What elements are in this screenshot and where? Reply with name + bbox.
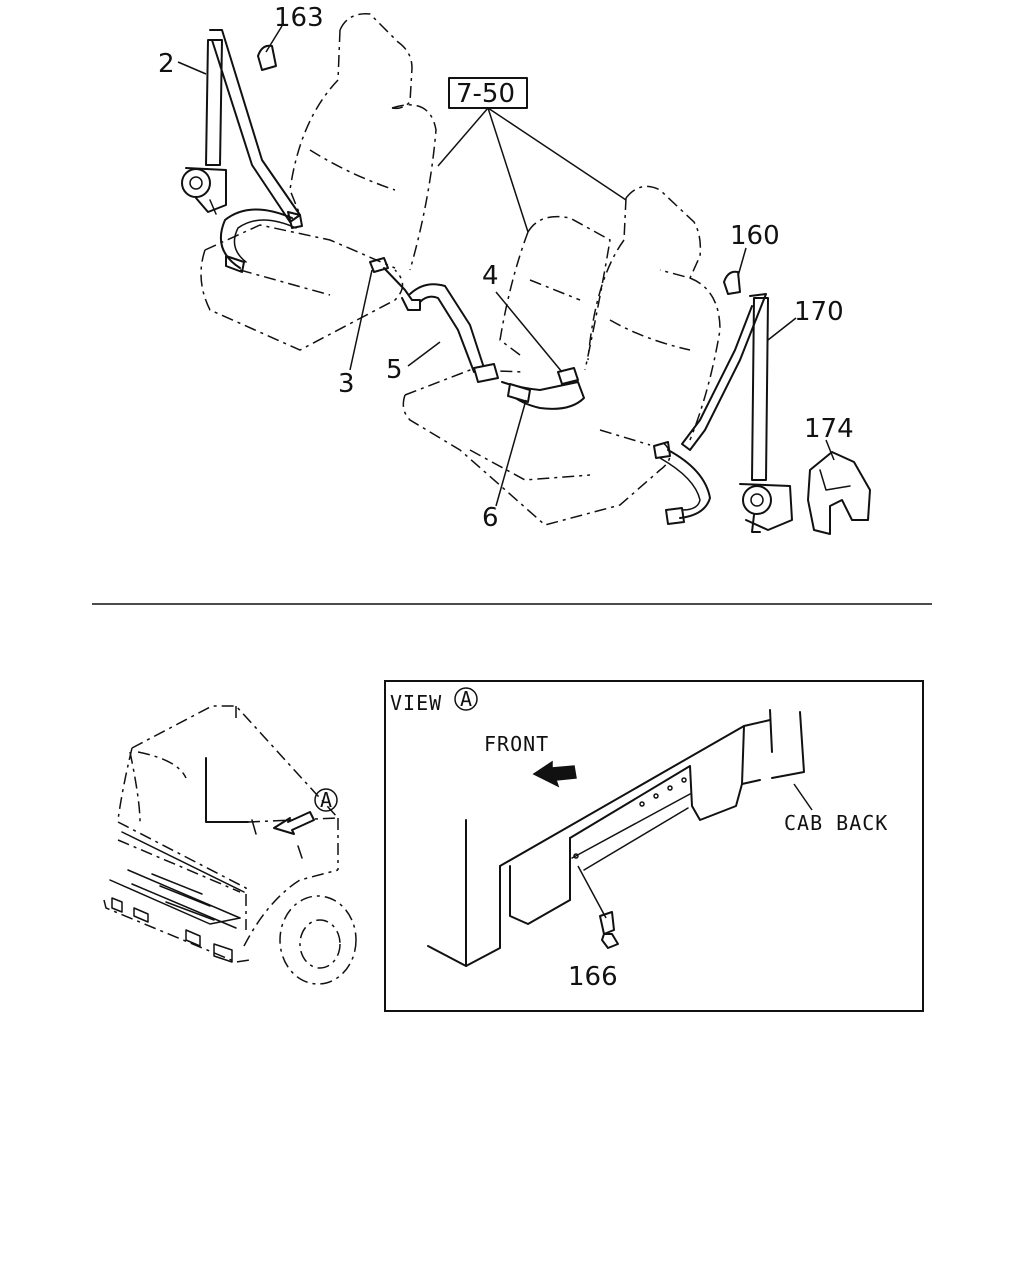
front-label: FRONT: [484, 732, 549, 756]
view-marker-circle: [314, 788, 338, 812]
cab-marker-letter: A: [320, 788, 333, 812]
left-seat: [200, 13, 437, 351]
label-170: 170: [794, 297, 844, 327]
front-arrow-icon: [532, 760, 577, 788]
label-7-50: 7-50: [456, 79, 515, 109]
label-3: 3: [338, 369, 355, 399]
label-163: 163: [274, 3, 324, 33]
left-retractor-2: [181, 29, 303, 273]
label-174: 174: [804, 414, 854, 444]
view-title-marker: A: [460, 687, 473, 711]
right-retractor-170: [653, 293, 793, 533]
label-160: 160: [730, 221, 780, 251]
cab-back-label: CAB BACK: [784, 811, 888, 835]
anchor-cover-163: [257, 44, 277, 71]
label-166: 166: [568, 962, 618, 992]
anchor-cover-160: [723, 270, 741, 295]
truck-cab: A: [103, 705, 357, 985]
label-4: 4: [482, 261, 499, 291]
view-title-marker-circle: [454, 687, 478, 711]
buckle-3: [369, 257, 421, 311]
label-6: 6: [482, 503, 499, 533]
leaders-top: [177, 25, 835, 507]
view-a-panel: VIEW A FRONT CAB BACK 166: [384, 680, 924, 1012]
buckle-4-belt-6: [501, 367, 585, 410]
part-labels: 163 2 7-50 160 170 4 5 3 174 6: [158, 3, 854, 533]
right-bench-seat: [402, 185, 721, 526]
label-5: 5: [386, 355, 403, 385]
label-2: 2: [158, 49, 175, 79]
view-title: VIEW: [390, 691, 442, 715]
cover-174: [807, 451, 871, 535]
lap-belt-5: [409, 283, 499, 383]
view-arrow-icon: [273, 811, 315, 835]
